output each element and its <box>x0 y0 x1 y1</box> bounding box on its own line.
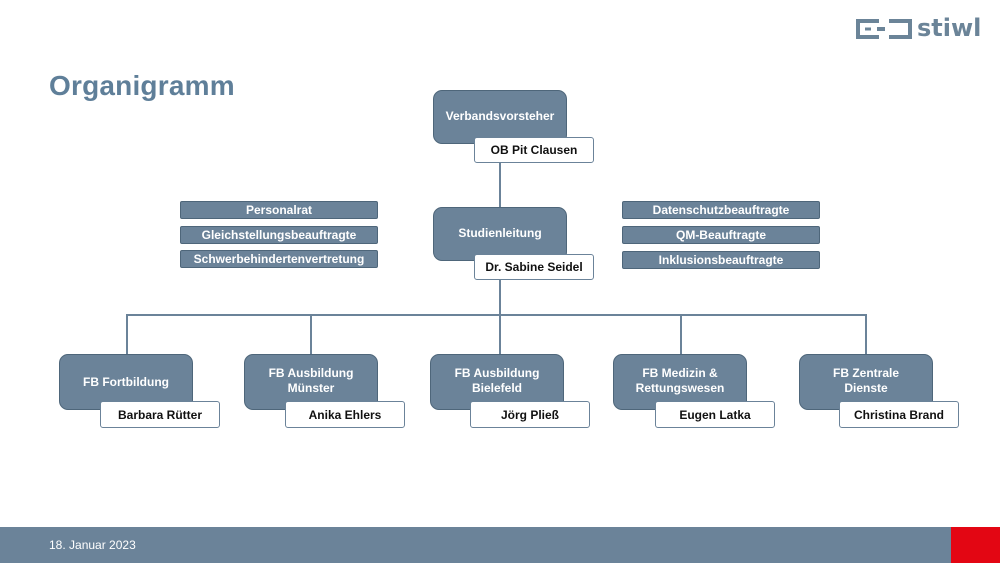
brand-logo: stiwl <box>855 14 981 44</box>
connector-dept-5 <box>865 314 867 355</box>
side-inklusionsbeauftragte: Inklusionsbeauftragte <box>622 251 820 269</box>
node-fb-ausbildung-bielefeld: FB Ausbildung Bielefeld <box>430 354 564 410</box>
connector-dept-3 <box>499 314 501 355</box>
person-fb-zentrale-dienste: Christina Brand <box>839 401 959 428</box>
footer-date: 18. Januar 2023 <box>49 538 136 552</box>
connector-middle-down <box>499 280 501 316</box>
node-fb-fortbildung: FB Fortbildung <box>59 354 193 410</box>
page-title: Organigramm <box>49 70 235 101</box>
connector-dept-2 <box>310 314 312 355</box>
side-schwerbehindertenvertretung: Schwerbehindertenvertretung <box>180 250 378 268</box>
node-verbandsvorsteher: Verbandsvorsteher <box>433 90 567 144</box>
person-fb-medizin-rettungswesen: Eugen Latka <box>655 401 775 428</box>
person-fb-ausbildung-bielefeld: Jörg Pließ <box>470 401 590 428</box>
brand-name: stiwl <box>917 14 982 42</box>
side-datenschutzbeauftragte: Datenschutzbeauftragte <box>622 201 820 219</box>
footer-bar <box>0 527 951 563</box>
node-studienleitung: Studienleitung <box>433 207 567 261</box>
node-role: Studienleitung <box>458 226 542 240</box>
node-role: Verbandsvorsteher <box>445 108 555 123</box>
node-role: FB Ausbildung Münster <box>268 366 354 395</box>
side-personalrat: Personalrat <box>180 201 378 219</box>
node-role: FB Medizin & Rettungswesen <box>635 366 725 395</box>
connector-dept-4 <box>680 314 682 355</box>
node-role: FB Ausbildung Bielefeld <box>454 366 540 395</box>
node-role: FB Zentrale Dienste <box>832 366 899 395</box>
node-fb-ausbildung-muenster: FB Ausbildung Münster <box>244 354 378 410</box>
person-fb-fortbildung: Barbara Rütter <box>100 401 220 428</box>
connector-horizontal <box>126 314 867 316</box>
node-role: FB Fortbildung <box>83 374 169 389</box>
connector-top-middle <box>499 163 501 208</box>
person-fb-ausbildung-muenster: Anika Ehlers <box>285 401 405 428</box>
node-fb-zentrale-dienste: FB Zentrale Dienste <box>799 354 933 410</box>
person-verbandsvorsteher: OB Pit Clausen <box>474 137 594 163</box>
footer-accent <box>951 527 1000 563</box>
side-qm-beauftragte: QM-Beauftragte <box>622 226 820 244</box>
logo-mark-icon <box>856 19 912 39</box>
person-studienleitung: Dr. Sabine Seidel <box>474 254 594 280</box>
connector-dept-1 <box>126 314 128 355</box>
side-gleichstellungsbeauftragte: Gleichstellungsbeauftragte <box>180 226 378 244</box>
